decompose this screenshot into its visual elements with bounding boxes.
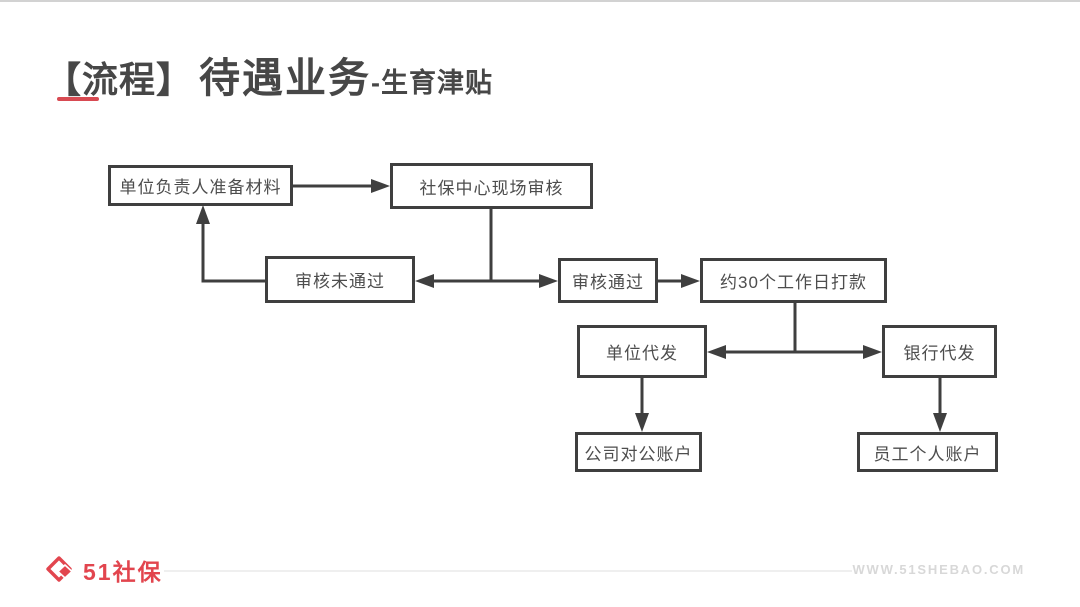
flow-node-prepare: 单位负责人准备材料 [108, 165, 293, 206]
logo-diamond-icon [46, 556, 73, 582]
flow-node-label: 银行代发 [903, 344, 976, 363]
flow-node-label: 审核通过 [572, 273, 644, 292]
flow-node-payment-30d: 约30个工作日打款 [700, 258, 887, 303]
footer-website-url: WWW.51SHEBAO.COM [852, 562, 1025, 577]
flow-node-via-bank: 银行代发 [882, 325, 997, 378]
flow-node-review-pass: 审核通过 [558, 258, 658, 303]
title-subtitle: -生育津贴 [371, 68, 494, 98]
flow-node-label: 约30个工作日打款 [720, 273, 867, 292]
flow-node-label: 员工个人账户 [873, 444, 982, 464]
flow-node-label: 社保中心现场审核 [419, 178, 564, 198]
title-accent-underline [57, 97, 99, 101]
footer-logo: 51社保 [46, 553, 163, 587]
top-divider [0, 0, 1080, 2]
flow-node-personal-account: 员工个人账户 [857, 432, 998, 472]
page-title: 【流程】 待遇业务 -生育津贴 [45, 44, 493, 104]
flow-node-label: 审核未通过 [295, 272, 385, 291]
flow-node-label: 单位代发 [606, 344, 678, 363]
flow-node-corp-account: 公司对公账户 [575, 432, 702, 472]
flow-node-review-fail: 审核未通过 [265, 256, 415, 303]
arrowheads [196, 179, 947, 432]
title-main: 待遇业务 [199, 55, 372, 101]
footer-divider-line [164, 570, 852, 572]
flow-node-label: 公司对公账户 [584, 444, 693, 464]
flow-node-label: 单位负责人准备材料 [119, 178, 282, 197]
flow-node-via-company: 单位代发 [577, 325, 707, 378]
flow-node-onsite-review: 社保中心现场审核 [390, 163, 593, 209]
footer-logo-text: 51社保 [83, 559, 163, 585]
title-bracket: 【流程】 [45, 59, 194, 100]
